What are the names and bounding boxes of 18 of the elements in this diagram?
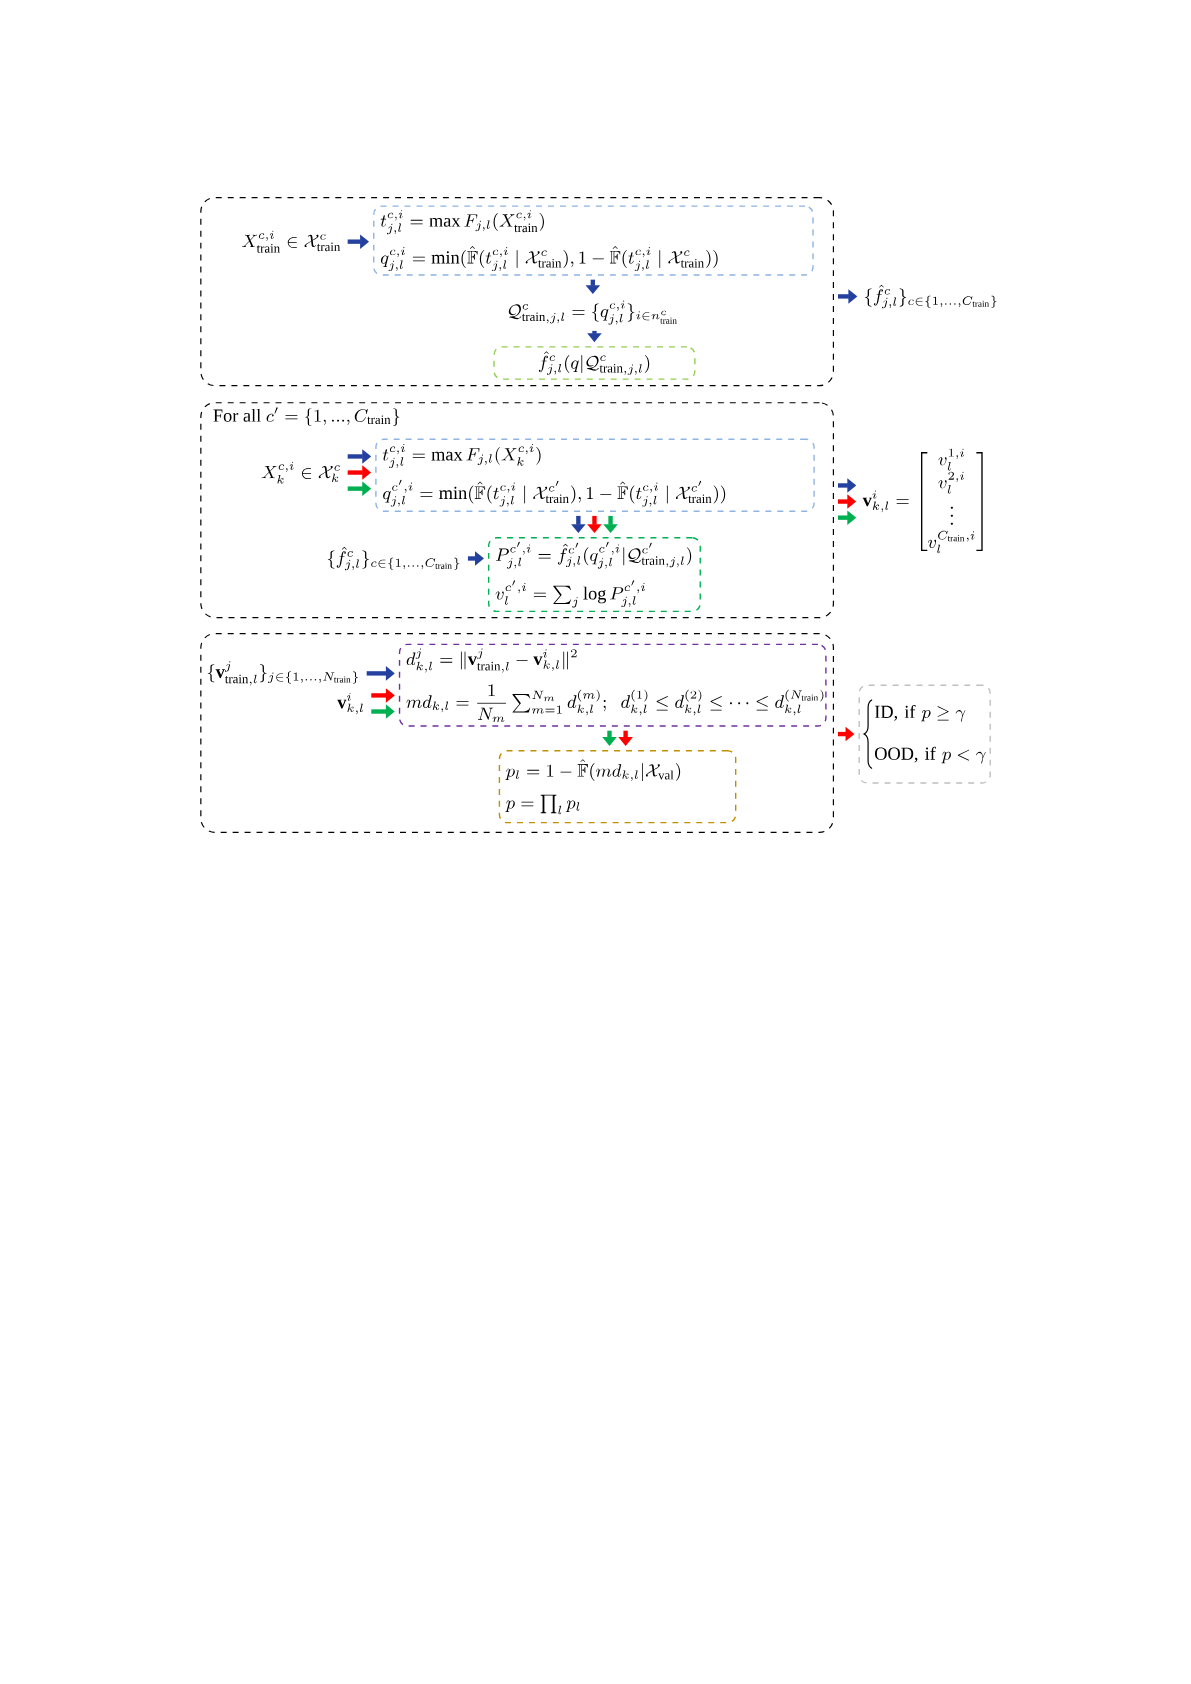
formula-box: $\hat{f}_{j,l}^{c}(q|\mathcal{Q}_{\text{train},j,l}^{c})$: [493, 346, 696, 380]
formula-box: $P_{j,l}^{c',i} = \hat{f}_{j,l}^{c'}(q_{j,l}^{c',i}|\mathcal{Q}_{\text{train},j,l}^{c'})$ $v_{l}^{c',i} = \sum_{j} \log P_{j,l}^{c',i}$: [487, 537, 701, 613]
panel-heading: $\text{For all } c' = \{1, ..., C_{\text{train}}\}$: [213, 407, 400, 427]
formula-box: $d_{k,l}^{j} = \|\mathbf{v}_{\text{train},l}^{j} - \mathbf{v}_{k,l}^{i}\|^{2}$ $md_{k,l} = \dfrac{1}{N_{m}} \sum_{m=1}^{N_{m}} d_{k,l}^{(m)};\;\; d_{k,l}^{(1)} \leq d_{k,l}^{(2)} \leq \cdots \leq d_{k,l}^{(N_{\text{train}})}$: [398, 643, 827, 727]
formula-label: $\mathbf{v}_{k,l}^{i}$: [337, 692, 363, 715]
formula-label: $X_{k}^{c,i} \in \mathcal{X}_{k}^{c}$: [261, 461, 340, 484]
vector-formula: $\mathbf{v}_{k,l}^{i} = \begin{bmatrix} v_{l}^{1,i} \\ v_{l}^{2,i} \\ \vdots \\ v_{l}^{C_{\text{train}},i} \end{bmatrix}$: [862, 448, 983, 554]
decision-box: $\text{ID, if } p \geq \gamma$ $\text{OOD, if } p < \gamma$: [858, 684, 991, 784]
formula-label: $\{\hat{f}_{j,l}^{c}\}_{c \in \{1,...,C_{\text{train}}\}}$: [865, 284, 997, 309]
formula-box: $p_{l} = 1 - \hat{\mathbb{F}}(md_{k,l}|\mathcal{X}_{\text{val}})$ $p = \prod_{l} p_{l}$: [498, 750, 737, 824]
formula-box: $t_{j,l}^{c,i} = \max F_{j,l}(X_{\text{train}}^{c,i})$ $q_{j,l}^{c,i} = \min(\hat{\mathbb{F}}(t_{j,l}^{c,i} \mid \mathcal{X}_{\text{train}}^{c}), 1 - \hat{\mathbb{F}}(t_{j,l}^{c,i} \mid \mathcal{X}_{\text{train}}^{c}))$: [373, 205, 814, 276]
dashed-panel: [200, 197, 834, 387]
formula-label: $\mathcal{Q}_{\text{train},j,l}^{c} = \{q_{j,l}^{c,i}\}_{i \in n_{\text{train}}^{c}}$: [508, 300, 677, 325]
formula-label: $X_{\text{train}}^{c,i} \in \mathcal{X}_{\text{train}}^{c}$: [241, 230, 341, 253]
dashed-panel: [200, 633, 834, 833]
formula-box: $t_{j,l}^{c,i} = \max F_{j,l}(X_{k}^{c,i})$ $q_{j,l}^{c',i} = \min(\hat{\mathbb{F}}(t_{j,l}^{c,i} \mid \mathcal{X}_{\text{train}}^{c'}), 1 - \hat{\mathbb{F}}(t_{j,l}^{c,i} \mid \mathcal{X}_{\text{train}}^{c'}))$: [375, 438, 815, 512]
formula-label: $\{\hat{f}_{j,l}^{c}\}_{c \in \{1,...,C_{\text{train}}\}}$: [327, 546, 460, 571]
formula-label: $\{\mathbf{v}_{\text{train},l}^{j}\}_{j \in \{1,...,N_{\text{train}}\}}$: [207, 661, 358, 686]
